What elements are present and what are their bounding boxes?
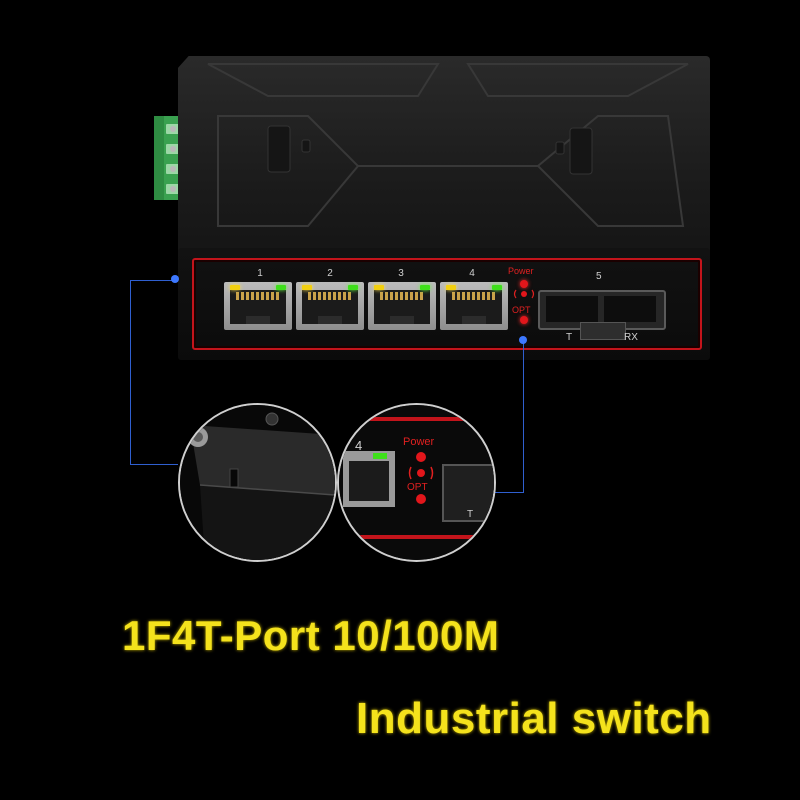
port-label-3: 3 (398, 268, 404, 279)
signal-wave-icon (513, 289, 535, 299)
rj45-port-1 (224, 282, 292, 330)
rj45-pins (452, 292, 496, 300)
port-label-4: 4 (469, 268, 475, 279)
callout-dot-left (171, 275, 179, 283)
zoom-opt-label: OPT (407, 482, 428, 493)
zoom-port-label: 4 (355, 438, 363, 453)
rj45-pins (236, 292, 280, 300)
headline-product-type: Industrial switch (356, 694, 712, 743)
front-panel-red-frame (192, 258, 702, 350)
fiber-rx-slot (604, 296, 656, 322)
activity-led (374, 285, 384, 290)
callout-line-right-vertical (523, 340, 524, 492)
rj45-pins (308, 292, 352, 300)
callout-line-left-top (130, 280, 176, 281)
link-led (276, 285, 286, 290)
power-terminal-block (152, 112, 186, 204)
activity-led (446, 285, 456, 290)
switch-housing-top (178, 56, 710, 254)
rj45-port-4 (440, 282, 508, 330)
fiber-port-label: 5 (596, 271, 602, 282)
rj45-latch-slot (462, 316, 486, 324)
callout-dot-right (519, 336, 527, 344)
port-label-2: 2 (327, 268, 333, 279)
fiber-sc-port (538, 290, 666, 340)
fiber-tx-slot (546, 296, 598, 322)
zoom-detail-status-leds: 4 Power OPT T (337, 403, 496, 562)
zoom-tx-label: T (467, 509, 474, 520)
opt-led (520, 316, 528, 324)
activity-led (302, 285, 312, 290)
fiber-rx-label: RX (624, 332, 638, 343)
rj45-latch-slot (390, 316, 414, 324)
power-label: Power (508, 266, 534, 276)
rj45-port-2 (296, 282, 364, 330)
zoom-detail-housing (178, 403, 337, 562)
port-label-1: 1 (257, 268, 263, 279)
rj45-latch-slot (318, 316, 342, 324)
link-led (492, 285, 502, 290)
opt-label: OPT (512, 305, 531, 315)
zoom-power-label: Power (403, 436, 435, 448)
activity-led (230, 285, 240, 290)
rj45-port-3 (368, 282, 436, 330)
fiber-tx-label: T (566, 332, 573, 343)
link-led (420, 285, 430, 290)
callout-line-right-bottom (490, 492, 524, 493)
callout-line-left-vertical (130, 280, 131, 464)
link-led (348, 285, 358, 290)
power-led (520, 280, 528, 288)
fiber-dust-cap (580, 322, 626, 340)
rj45-pins (380, 292, 424, 300)
headline-port-spec: 1F4T-Port 10/100M (122, 612, 500, 659)
rj45-latch-slot (246, 316, 270, 324)
callout-line-left-bottom (130, 464, 178, 465)
